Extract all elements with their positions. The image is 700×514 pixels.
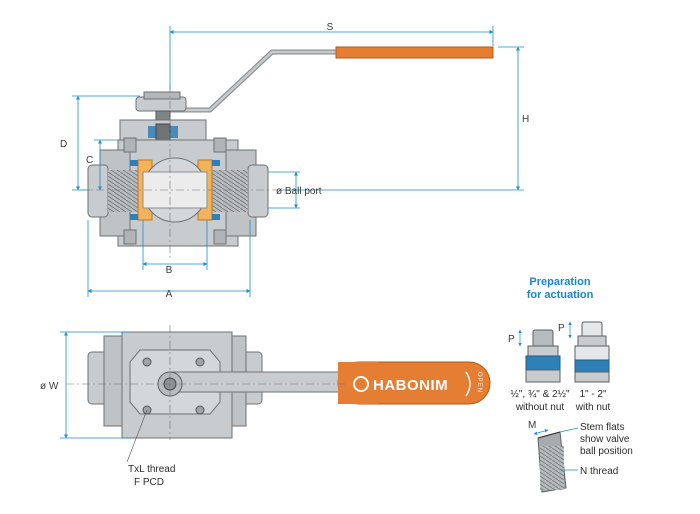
open-mark: OPEN <box>476 372 482 393</box>
stem-detail: M Stem flats show valve ball position N … <box>528 420 633 493</box>
stem-note-line3: ball position <box>580 446 633 457</box>
dim-label-d: D <box>60 139 67 150</box>
stem-note-line2: show valve <box>580 434 630 445</box>
dim-label-a: A <box>166 289 173 300</box>
brand-name: HABONIM <box>373 377 448 394</box>
prep-title-line2: for actuation <box>527 289 594 301</box>
plan-handle <box>169 371 347 393</box>
stem-thread-note: N thread <box>580 466 618 477</box>
dim-label-m: M <box>528 420 536 431</box>
front-section-view <box>80 46 494 258</box>
plan-view: HABONIM OPEN <box>66 325 491 440</box>
bolt-pcd-note: F PCD <box>134 477 164 488</box>
dim-label-ball-port: ø Ball port <box>276 186 322 197</box>
handle-grip <box>335 46 494 59</box>
dim-label-b: B <box>166 265 173 276</box>
left-caption-line1: ½", ¾" & 2½" <box>510 389 569 400</box>
right-caption-line1: 1" - 2" <box>579 389 607 400</box>
preparation-panel: Preparation for actuation P P ½", ¾" & 2… <box>508 276 610 413</box>
prep-title-line1: Preparation <box>529 276 590 288</box>
dim-label-p-left: P <box>508 334 515 345</box>
dimensions-front <box>72 26 524 297</box>
dim-label-p-right: P <box>558 323 565 334</box>
dim-label-c: C <box>86 155 93 166</box>
right-caption-line2: with nut <box>575 402 611 413</box>
left-caption-line2: without nut <box>515 402 565 413</box>
dim-label-h: H <box>522 114 529 125</box>
stem-note-line1: Stem flats <box>580 422 624 433</box>
dim-label-w: ø W <box>40 381 59 392</box>
dimensions-plan <box>60 331 148 463</box>
dim-label-s: S <box>327 22 334 33</box>
handle-lever <box>170 49 338 113</box>
habonim-logo-icon <box>353 376 369 392</box>
bolt-thread-note: TxL thread <box>128 464 175 475</box>
